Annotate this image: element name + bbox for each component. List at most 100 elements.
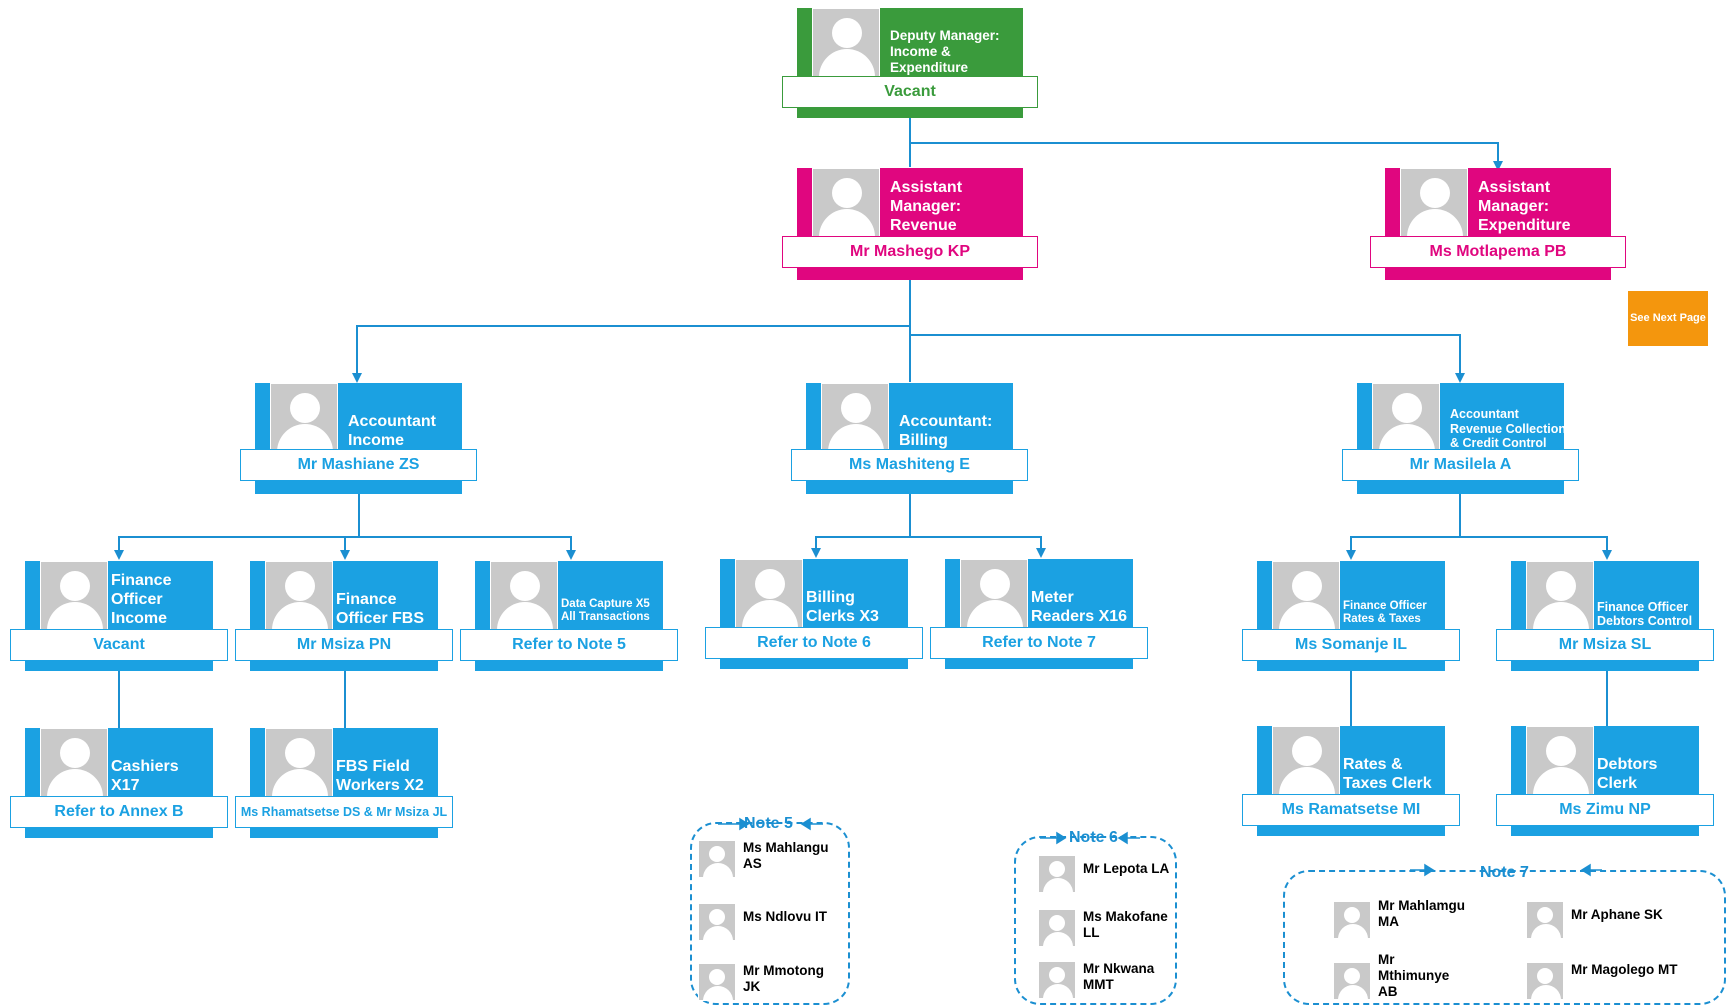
card-billing-clerks[interactable]: Billing Clerks X3 Refer to Note 6: [705, 559, 923, 669]
card-title: Data Capture X5 All Transactions: [561, 597, 650, 624]
card-deputy-manager[interactable]: Deputy Manager: Income & Expenditure Vac…: [782, 8, 1038, 118]
avatar: [1272, 726, 1340, 796]
note-7-title: Note 7: [1480, 864, 1529, 881]
card-name: Vacant: [10, 629, 228, 661]
card-assistant-manager-expenditure[interactable]: Assistant Manager: Expenditure Ms Motlap…: [1370, 168, 1626, 280]
card-title: Billing Clerks X3: [806, 589, 879, 626]
note-6-box: [1014, 836, 1177, 1005]
avatar: [40, 561, 108, 631]
card-title: Finance Officer Rates & Taxes: [1343, 599, 1427, 626]
note-7-member: Mr Mahlamgu MA: [1333, 898, 1513, 941]
avatar: [265, 561, 333, 631]
card-title: Accountant Income: [348, 413, 436, 450]
avatar: [1526, 901, 1564, 939]
card-name: Refer to Note 5: [460, 629, 678, 661]
note-7-member: Mr Mthimunye AB: [1333, 952, 1513, 1002]
card-title: Meter Readers X16: [1031, 589, 1128, 626]
avatar: [812, 8, 880, 78]
note-5-member: Mr Mmotong JK: [698, 963, 848, 1003]
see-next-page-button[interactable]: See Next Page: [1628, 291, 1708, 346]
avatar: [40, 728, 108, 798]
card-name: Ms Somanje IL: [1242, 629, 1460, 661]
note-6-member: Mr Nkwana MMT: [1038, 961, 1178, 1001]
card-name: Ms Mashiteng E: [791, 449, 1028, 481]
card-name: Refer to Note 7: [930, 627, 1148, 659]
note-7-member: Mr Magolego MT: [1526, 962, 1706, 1002]
member-name: Mr Mahlamgu MA: [1378, 898, 1466, 930]
member-name: Ms Mahlangu AS: [743, 840, 829, 872]
member-name: Ms Makofane LL: [1083, 909, 1168, 941]
card-name: Mr Msiza SL: [1496, 629, 1714, 661]
avatar: [735, 559, 803, 629]
card-finance-officer-debtors[interactable]: Finance Officer Debtors Control Mr Msiza…: [1496, 561, 1714, 671]
card-cashiers[interactable]: Cashiers X17 Refer to Annex B: [10, 728, 228, 838]
member-name: Mr Lepota LA: [1083, 861, 1170, 876]
card-finance-officer-rates[interactable]: Finance Officer Rates & Taxes Ms Somanje…: [1242, 561, 1460, 671]
avatar: [1526, 561, 1594, 631]
note-6-member: Ms Makofane LL: [1038, 909, 1178, 949]
card-data-capture[interactable]: Data Capture X5 All Transactions Refer t…: [460, 561, 678, 671]
card-name: Ms Ramatsetse MI: [1242, 794, 1460, 826]
card-title: Assistant Manager: Expenditure: [1478, 179, 1571, 235]
member-name: Ms Ndlovu IT: [743, 909, 827, 924]
card-title: Accountant: Billing: [899, 413, 993, 450]
card-finance-officer-income[interactable]: Finance Officer Income Vacant: [10, 561, 228, 671]
card-name: Ms Zimu NP: [1496, 794, 1714, 826]
avatar: [1400, 168, 1468, 238]
member-name: Mr Mmotong JK: [743, 963, 824, 995]
card-accountant-revenue-collection[interactable]: Accountant Revenue Collection & Credit C…: [1342, 383, 1579, 494]
avatar: [1272, 561, 1340, 631]
note-7-box: [1283, 870, 1726, 1005]
member-name: Mr Mthimunye AB: [1378, 952, 1450, 1000]
card-title: Deputy Manager: Income & Expenditure: [890, 28, 1000, 76]
card-title: Accountant Revenue Collection & Credit C…: [1450, 406, 1566, 451]
card-finance-officer-fbs[interactable]: Finance Officer FBS Mr Msiza PN: [235, 561, 453, 671]
avatar: [1038, 855, 1076, 893]
card-name: Mr Mashego KP: [782, 236, 1038, 268]
card-name: Mr Msiza PN: [235, 629, 453, 661]
avatar: [1372, 383, 1440, 453]
card-accountant-billing[interactable]: Accountant: Billing Ms Mashiteng E: [791, 383, 1028, 494]
card-name: Ms Rhamatsetse DS & Mr Msiza JL: [235, 796, 453, 828]
card-name: Vacant: [782, 76, 1038, 108]
avatar: [698, 903, 736, 941]
avatar: [1333, 901, 1371, 939]
avatar: [812, 168, 880, 238]
member-name: Mr Nkwana MMT: [1083, 961, 1155, 993]
avatar: [698, 840, 736, 878]
card-name: Refer to Annex B: [10, 796, 228, 828]
avatar: [960, 559, 1028, 629]
note-5-box: [690, 822, 850, 1005]
card-title: Finance Officer Income: [111, 572, 172, 628]
card-name: Mr Masilela A: [1342, 449, 1579, 481]
note-6-title: Note 6: [1069, 829, 1118, 846]
member-name: Mr Magolego MT: [1571, 962, 1678, 977]
note-7-member: Mr Aphane SK: [1526, 901, 1706, 941]
card-title: Finance Officer FBS: [336, 591, 425, 628]
card-assistant-manager-revenue[interactable]: Assistant Manager: Revenue Mr Mashego KP: [782, 168, 1038, 280]
note-5-member: Ms Mahlangu AS: [698, 840, 848, 880]
card-fbs-field-workers[interactable]: FBS Field Workers X2 Ms Rhamatsetse DS &…: [235, 728, 453, 838]
card-accountant-income[interactable]: Accountant Income Mr Mashiane ZS: [240, 383, 477, 494]
card-title: Cashiers X17: [111, 758, 179, 795]
card-rates-taxes-clerk[interactable]: Rates & Taxes Clerk Ms Ramatsetse MI: [1242, 726, 1460, 836]
member-name: Mr Aphane SK: [1571, 907, 1663, 922]
avatar: [698, 963, 736, 1001]
card-name: Refer to Note 6: [705, 627, 923, 659]
note-6-member: Mr Lepota LA: [1038, 855, 1178, 895]
avatar: [265, 728, 333, 798]
avatar: [1038, 909, 1076, 947]
card-meter-readers[interactable]: Meter Readers X16 Refer to Note 7: [930, 559, 1148, 669]
card-debtors-clerk[interactable]: Debtors Clerk Ms Zimu NP: [1496, 726, 1714, 836]
avatar: [821, 383, 889, 453]
avatar: [1526, 726, 1594, 796]
card-name: Mr Mashiane ZS: [240, 449, 477, 481]
card-title: Debtors Clerk: [1597, 756, 1658, 793]
avatar: [1526, 962, 1564, 1000]
card-title: Rates & Taxes Clerk: [1343, 756, 1432, 793]
card-title: FBS Field Workers X2: [336, 758, 424, 795]
avatar: [1333, 962, 1371, 1000]
card-name: Ms Motlapema PB: [1370, 236, 1626, 268]
avatar: [270, 383, 338, 453]
